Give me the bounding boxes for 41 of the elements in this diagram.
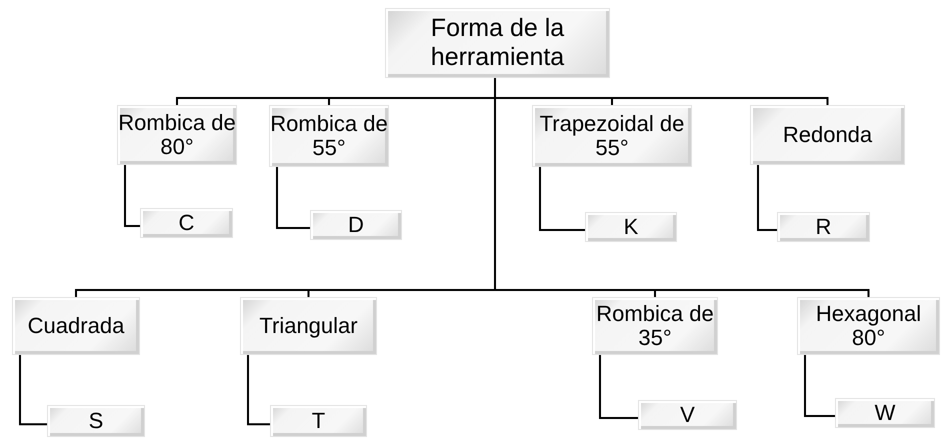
- node-box: [385, 8, 610, 78]
- node-label: S: [88, 409, 104, 433]
- node-box: [835, 398, 935, 428]
- node-label: T: [312, 409, 326, 433]
- node-label: Rombica de 80°: [118, 111, 236, 159]
- node-label: Hexagonal 80°: [814, 302, 922, 350]
- connector-line: [276, 167, 310, 229]
- node-box: [797, 297, 940, 355]
- node-label: Rombica de 35°: [595, 302, 715, 350]
- node-box: [140, 208, 233, 238]
- connector-line: [804, 355, 835, 417]
- node-label: R: [816, 215, 832, 239]
- node-box: [12, 297, 140, 355]
- node-box: [638, 400, 737, 430]
- node-box: [750, 105, 905, 165]
- node-box: [117, 105, 237, 165]
- node-label: Triangular: [259, 314, 358, 338]
- node-label: V: [680, 403, 695, 427]
- node-box: [532, 105, 692, 167]
- node-label: W: [874, 401, 896, 425]
- node-label: Cuadrada: [28, 314, 124, 338]
- node-box: [240, 297, 377, 355]
- node-label: Redonda: [782, 123, 872, 147]
- node-box: [270, 405, 367, 437]
- node-box: [777, 212, 870, 242]
- node-box: [269, 105, 389, 167]
- connector-line: [19, 355, 47, 426]
- connector-line: [247, 355, 270, 426]
- connector-line: [539, 167, 585, 231]
- connector-line: [124, 165, 140, 227]
- node-label: K: [624, 215, 638, 239]
- node-label: Trapezoidal de 55°: [538, 112, 686, 160]
- node-label: C: [178, 211, 194, 235]
- node-box: [310, 210, 402, 240]
- node-label: Rombica de 55°: [270, 112, 388, 160]
- node-label: D: [348, 213, 364, 237]
- connector-line: [599, 355, 638, 419]
- node-box: [47, 405, 145, 437]
- node-box: [585, 212, 677, 242]
- connector-line: [757, 165, 777, 231]
- node-label: Forma de la herramienta: [430, 14, 566, 72]
